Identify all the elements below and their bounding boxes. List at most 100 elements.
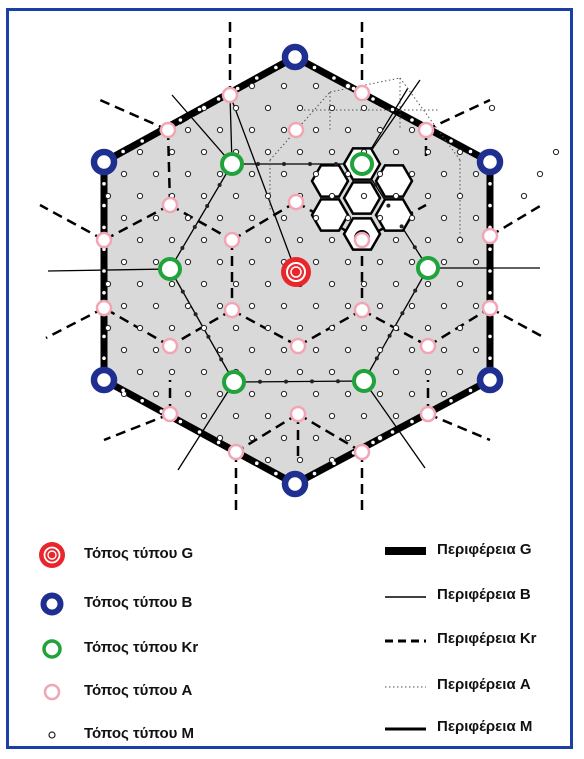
g-place bbox=[281, 257, 311, 287]
m-place-icon bbox=[312, 346, 320, 354]
b-boundary-line bbox=[363, 267, 429, 382]
a-place-icon bbox=[221, 86, 239, 104]
m-place-icon bbox=[424, 236, 432, 244]
legend-label-perifereia-a: Περιφέρεια A bbox=[437, 676, 531, 693]
a-place-icon bbox=[223, 231, 241, 249]
m-place-icon bbox=[344, 82, 352, 90]
m-place-icon bbox=[408, 346, 416, 354]
m-place-icon bbox=[248, 302, 256, 310]
legend-g-ring bbox=[43, 546, 61, 564]
g-place-icon bbox=[281, 257, 311, 287]
m-place-icon bbox=[280, 126, 288, 134]
kr-boundary-line bbox=[167, 93, 231, 132]
legend-b-icon bbox=[40, 592, 64, 616]
m-place-icon bbox=[344, 390, 352, 398]
m-place-icon bbox=[410, 419, 414, 424]
m-place-icon bbox=[374, 356, 379, 361]
kr-boundary-line bbox=[489, 204, 541, 238]
legend-a-icon bbox=[43, 683, 61, 701]
kr-boundary-line bbox=[103, 412, 171, 442]
m-place-icon bbox=[280, 214, 288, 222]
m-place-icon bbox=[216, 434, 224, 442]
m-place-icon bbox=[168, 280, 176, 288]
m-place-icon bbox=[310, 379, 314, 384]
m-place-icon bbox=[102, 356, 106, 361]
m-place-icon bbox=[296, 368, 304, 376]
m-place-icon bbox=[197, 430, 202, 434]
m-place-icon bbox=[344, 258, 352, 266]
m-place-icon bbox=[488, 356, 492, 361]
m-place-icon bbox=[168, 148, 176, 156]
m-place-icon bbox=[449, 399, 453, 403]
m-place-icon bbox=[336, 379, 340, 384]
m-place-icon bbox=[102, 182, 106, 186]
m-place-icon bbox=[344, 346, 352, 354]
m-place-icon bbox=[232, 104, 240, 112]
m-place-icon bbox=[280, 346, 288, 354]
kr-boundary-line bbox=[169, 203, 233, 242]
m-place-icon bbox=[216, 258, 224, 266]
m-place-icon bbox=[136, 280, 144, 288]
m-place-icon bbox=[193, 312, 198, 317]
m-place-icon bbox=[371, 97, 375, 101]
m-place-icon bbox=[386, 203, 391, 208]
m-place-icon bbox=[248, 126, 256, 134]
kr-boundary-line bbox=[39, 203, 105, 242]
m-place-icon bbox=[264, 456, 272, 464]
m-place-icon bbox=[472, 346, 480, 354]
m-place-icon bbox=[102, 247, 106, 251]
m-place-icon bbox=[216, 302, 224, 310]
legend-g-icon bbox=[39, 542, 65, 568]
m-place-icon bbox=[200, 324, 208, 332]
m-place-icon bbox=[456, 192, 464, 200]
m-place-icon bbox=[410, 118, 414, 122]
kr-boundary-line bbox=[235, 412, 299, 454]
m-place-icon bbox=[440, 302, 448, 310]
m-place-icon bbox=[371, 440, 375, 445]
m-place-icon bbox=[392, 412, 400, 420]
a-places bbox=[95, 84, 499, 461]
kr-place-icon bbox=[416, 256, 440, 280]
m-place-icon bbox=[308, 162, 312, 166]
m-region-hex bbox=[310, 164, 350, 198]
m-place-icon bbox=[120, 390, 128, 398]
m-place-icon bbox=[392, 368, 400, 376]
m-place-icon bbox=[232, 324, 240, 332]
kr-boundary-line bbox=[361, 91, 427, 132]
m-place-icon bbox=[180, 246, 185, 250]
m-place-icon bbox=[472, 214, 480, 222]
a-place-icon bbox=[353, 301, 371, 319]
m-place-icon bbox=[488, 247, 492, 251]
m-place-icon bbox=[296, 148, 304, 156]
m-place-icon bbox=[200, 236, 208, 244]
m-place-icon bbox=[248, 346, 256, 354]
a-place-icon bbox=[353, 231, 371, 249]
a-place-icon bbox=[289, 405, 307, 423]
m-place-icon bbox=[254, 76, 259, 80]
m-place-icon bbox=[344, 434, 352, 442]
m-place-icon bbox=[376, 434, 384, 442]
kr-place-icon bbox=[220, 152, 244, 176]
m-place-icon bbox=[104, 280, 112, 288]
m-place-icon bbox=[136, 192, 144, 200]
m-place-icon bbox=[197, 107, 202, 112]
a-place-icon bbox=[289, 337, 307, 355]
m-place-icon bbox=[200, 192, 208, 200]
a-place-icon bbox=[287, 193, 305, 211]
m-place-icon bbox=[312, 390, 320, 398]
a-place-icon bbox=[353, 443, 371, 461]
m-place-icon bbox=[184, 126, 192, 134]
a-place-icon bbox=[227, 443, 245, 461]
m-region-hex bbox=[310, 198, 350, 232]
m-place-icon bbox=[219, 357, 224, 362]
m-place-icon bbox=[120, 302, 128, 310]
kr-boundary-line bbox=[489, 306, 546, 340]
b-place-icon bbox=[476, 148, 504, 176]
m-region-hex bbox=[374, 164, 414, 198]
m-place-icon bbox=[264, 412, 272, 420]
m-place-icon bbox=[344, 302, 352, 310]
b-place-icon bbox=[476, 366, 504, 394]
m-place-icon bbox=[248, 82, 256, 90]
m-place-icon bbox=[140, 139, 144, 143]
